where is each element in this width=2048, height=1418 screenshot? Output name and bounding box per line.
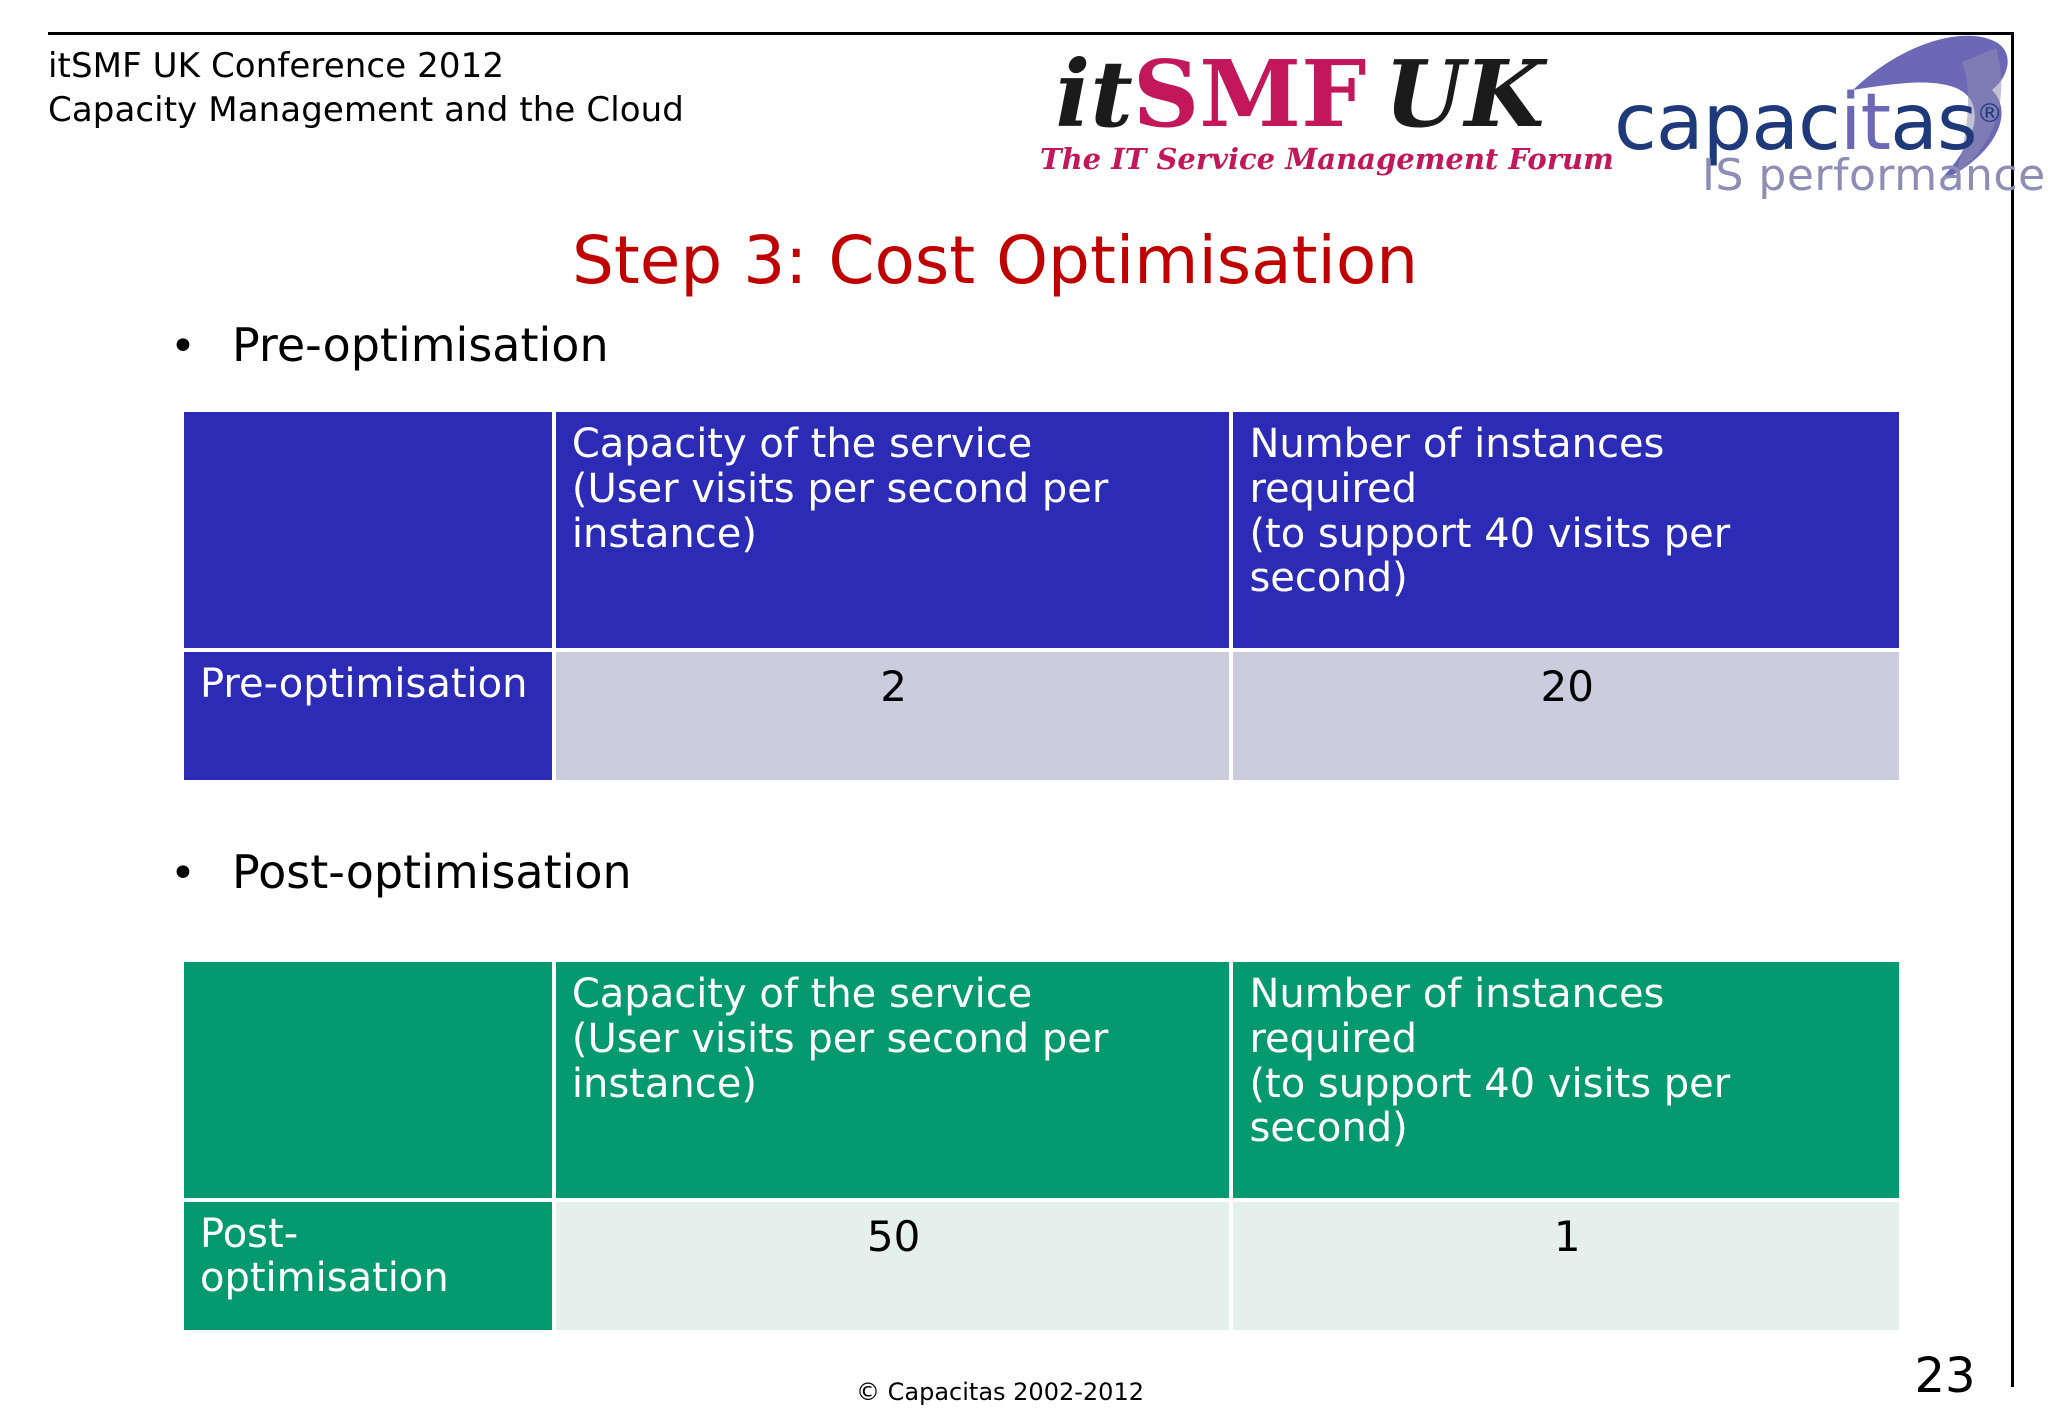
bullet-marker-icon: •	[170, 321, 196, 372]
row-value-instances: 1	[1233, 1202, 1899, 1330]
header-cell-blank	[184, 962, 552, 1198]
header-cell-instances: Number of instances required (to support…	[1233, 962, 1899, 1198]
capacitas-swoosh-icon	[1853, 35, 2008, 181]
capacitas-wordmark: capacitas®	[1614, 84, 2003, 162]
bullet-label-pre-optimisation: Pre-optimisation	[232, 318, 609, 372]
itsmf-logo-smf: SMF	[1132, 40, 1367, 148]
right-border-rule	[2011, 32, 2014, 1387]
registered-trademark-icon: ®	[1976, 99, 2003, 129]
bullet-marker-icon: •	[170, 848, 196, 899]
header-subject-line: Capacity Management and the Cloud	[48, 90, 684, 131]
capacitas-word-as: as	[1890, 78, 1977, 168]
header-capacity-line3: instance)	[571, 1060, 757, 1107]
header-instances-line4: second)	[1249, 1105, 1408, 1152]
page-number: 23	[1914, 1348, 1976, 1404]
capacitas-logo-tagline: IS performance	[1702, 150, 2046, 201]
itsmf-logo-tagline: The IT Service Management Forum	[1040, 142, 1614, 176]
header-cell-blank	[184, 412, 552, 648]
header-capacity-line2: (User visits per second per	[571, 1015, 1109, 1062]
header-instances-line1: Number of instances	[1249, 971, 1665, 1017]
capacitas-logo: capacitas® IS performance	[1610, 28, 2045, 201]
header-cell-instances: Number of instances required (to support…	[1233, 412, 1899, 648]
footer-copyright: © Capacitas 2002-2012	[856, 1378, 1144, 1406]
itsmf-logo-uk: UK	[1384, 40, 1545, 148]
row-label-post-optimisation: Post-optimisation	[184, 1202, 552, 1330]
header-capacity-line2: (User visits per second per	[571, 465, 1109, 512]
page-title: Step 3: Cost Optimisation	[571, 222, 1419, 299]
table-post-optimisation: Capacity of the service (User visits per…	[180, 958, 1903, 1334]
table-row: Pre-optimisation 2 20	[184, 652, 1899, 780]
header-capacity-line3: instance)	[571, 510, 757, 557]
header-cell-capacity: Capacity of the service (User visits per…	[555, 962, 1230, 1198]
bullet-item-pre-optimisation: • Pre-optimisation	[170, 322, 609, 369]
header-cell-capacity: Capacity of the service (User visits per…	[555, 412, 1230, 648]
row-value-capacity: 50	[555, 1202, 1230, 1330]
row-value-capacity: 2	[555, 652, 1230, 780]
header-divider-rule	[48, 32, 2014, 35]
header-instances-line2: required	[1249, 1015, 1418, 1062]
row-label-pre-optimisation: Pre-optimisation	[184, 652, 552, 780]
header-instances-line2: required	[1249, 465, 1418, 512]
header-instances-line1: Number of instances	[1249, 421, 1665, 467]
bullet-label-post-optimisation: Post-optimisation	[232, 845, 632, 899]
header-instances-line3: (to support 40 visits per	[1249, 1060, 1731, 1107]
row-value-instances: 20	[1233, 652, 1899, 780]
table-pre-optimisation: Capacity of the service (User visits per…	[180, 408, 1903, 784]
itsmf-logo-it: it	[1055, 40, 1133, 148]
header-conference-line: itSMF UK Conference 2012	[48, 46, 505, 86]
header-instances-line4: second)	[1249, 555, 1408, 602]
header-capacity-line1: Capacity of the service	[571, 421, 1033, 467]
header-instances-line3: (to support 40 visits per	[1249, 510, 1731, 557]
table-header-row: Capacity of the service (User visits per…	[184, 962, 1899, 1198]
capacitas-word-capac: capac	[1614, 78, 1841, 168]
capacitas-word-it: it	[1839, 78, 1891, 168]
slide-header: itSMF UK Conference 2012 Capacity Manage…	[48, 44, 684, 132]
table-header-row: Capacity of the service (User visits per…	[184, 412, 1899, 648]
bullet-item-post-optimisation: • Post-optimisation	[170, 849, 632, 896]
table-row: Post-optimisation 50 1	[184, 1202, 1899, 1330]
header-capacity-line1: Capacity of the service	[571, 971, 1033, 1017]
